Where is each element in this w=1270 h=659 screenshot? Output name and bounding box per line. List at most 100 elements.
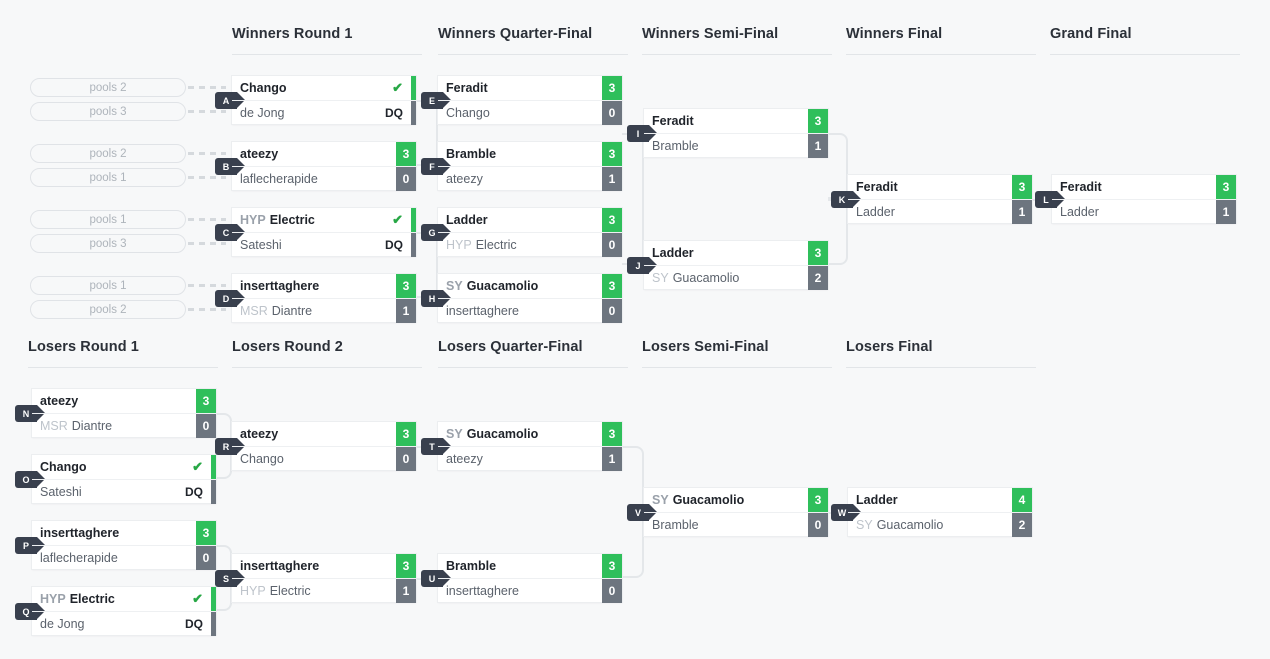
seed-connector-dash: [188, 86, 226, 89]
column-header-lf: Losers Final: [846, 339, 1036, 368]
match-row[interactable]: Chango✔: [232, 76, 416, 100]
seed-pill[interactable]: pools 2: [30, 300, 186, 319]
competitor-name: Ladder: [438, 213, 602, 227]
seed-pill[interactable]: pools 1: [30, 168, 186, 187]
match-row[interactable]: Chango✔: [32, 455, 216, 479]
seed-pill[interactable]: pools 1: [30, 210, 186, 229]
winner-check-icon: ✔: [192, 591, 203, 606]
competitor-prefix: SY: [652, 493, 669, 507]
competitor-label: Bramble: [652, 138, 699, 153]
score-box: 0: [602, 298, 622, 323]
seed-pill[interactable]: pools 3: [30, 102, 186, 121]
seed-pill[interactable]: pools 3: [30, 234, 186, 253]
score-box: 3: [396, 554, 416, 578]
competitor-prefix: SY: [856, 517, 873, 532]
score-box: 0: [602, 578, 622, 603]
competitor-name: ateezy: [232, 427, 396, 441]
seed-connector-dash: [188, 284, 226, 287]
seed-pill[interactable]: pools 2: [30, 144, 186, 163]
competitor-label: de Jong: [40, 616, 85, 631]
competitor-label: Chango: [446, 105, 490, 120]
competitor-label: Feradit: [446, 81, 488, 95]
competitor-label: Chango: [240, 451, 284, 466]
competitor-label: Ladder: [856, 204, 895, 219]
score-box: 0: [602, 232, 622, 257]
column-header-lqf: Losers Quarter-Final: [438, 339, 628, 368]
result-stripe: [211, 479, 216, 504]
seed-pill[interactable]: pools 1: [30, 276, 186, 295]
seed-pill[interactable]: pools 2: [30, 78, 186, 97]
score-box: 0: [808, 512, 828, 537]
column-title: Losers Final: [846, 339, 933, 355]
